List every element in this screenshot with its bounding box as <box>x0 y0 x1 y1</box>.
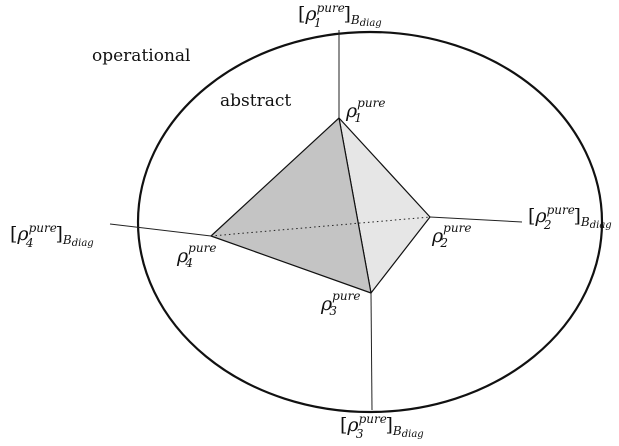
operational-boundary-circle <box>136 30 604 414</box>
abstract-label: abstract <box>220 91 291 111</box>
projection-line-4 <box>109 223 212 237</box>
projection-line-3 <box>370 292 373 411</box>
tetrahedron-hidden-edge <box>210 216 431 237</box>
operational-label: operational <box>92 46 190 66</box>
projection-line-2 <box>429 216 523 223</box>
tetrahedron-face-front <box>210 117 372 294</box>
